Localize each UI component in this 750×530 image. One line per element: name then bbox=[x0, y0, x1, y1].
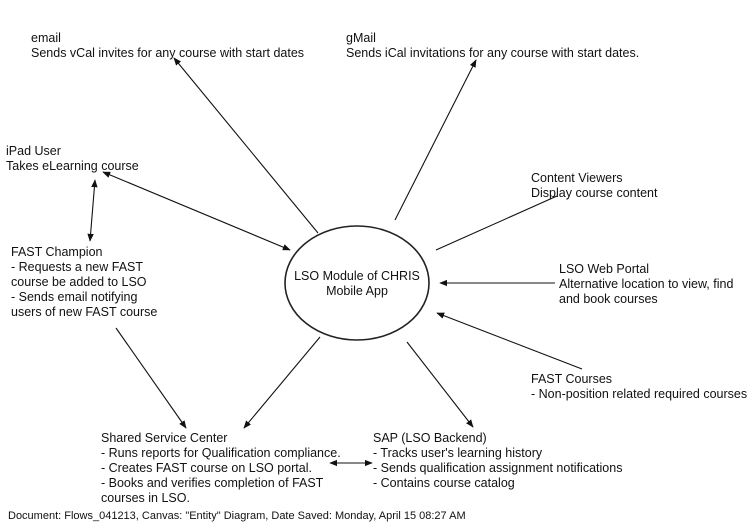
node-title: gMail bbox=[346, 31, 376, 45]
node-title: SAP (LSO Backend) bbox=[373, 431, 487, 445]
node-desc: Sends vCal invites for any course with s… bbox=[31, 46, 305, 60]
node-title: LSO Web Portal bbox=[559, 262, 650, 276]
node-fast-champion: FAST Champion - Requests a new FAST cour… bbox=[11, 245, 157, 320]
node-title: iPad User bbox=[6, 144, 61, 158]
node-desc: - Sends qualification assignment notific… bbox=[373, 461, 623, 475]
node-sap: SAP (LSO Backend) - Tracks user's learni… bbox=[373, 431, 622, 491]
node-title: FAST Champion bbox=[11, 245, 103, 259]
node-title: Content Viewers bbox=[531, 171, 623, 185]
node-desc: - Non-position related required courses bbox=[531, 387, 748, 401]
center-label: LSO Module of CHRIS Mobile App bbox=[289, 269, 425, 299]
node-gmail: gMail Sends iCal invitations for any cou… bbox=[346, 31, 639, 61]
node-lso-web-portal: LSO Web Portal Alternative location to v… bbox=[559, 262, 733, 307]
edge-center-gmail bbox=[394, 59, 477, 221]
node-title: Shared Service Center bbox=[101, 431, 228, 445]
node-desc: - Books and verifies completion of FAST bbox=[101, 476, 324, 490]
node-desc: Alternative location to view, find bbox=[559, 277, 734, 291]
document-footer: Document: Flows_041213, Canvas: "Entity"… bbox=[8, 510, 466, 522]
node-desc: - Contains course catalog bbox=[373, 476, 515, 490]
node-desc: Sends iCal invitations for any course wi… bbox=[346, 46, 640, 60]
center-label-line: CHRIS Mobile App bbox=[326, 269, 420, 298]
node-desc: and book courses bbox=[559, 292, 658, 306]
node-desc: Takes eLearning course bbox=[6, 159, 139, 173]
node-desc: - Runs reports for Qualification complia… bbox=[101, 446, 341, 460]
node-email: email Sends vCal invites for any course … bbox=[31, 31, 304, 61]
node-content-viewers: Content Viewers Display course content bbox=[531, 171, 657, 201]
center-ellipse bbox=[284, 225, 430, 341]
edge-fastchampion-ssc bbox=[115, 327, 187, 429]
edge-ipad-center bbox=[102, 171, 291, 251]
node-ipad-user: iPad User Takes eLearning course bbox=[6, 144, 139, 174]
center-label-line: LSO Module of bbox=[294, 269, 378, 283]
node-desc: users of new FAST course bbox=[11, 305, 158, 319]
edge-center-ssc bbox=[243, 336, 321, 429]
node-shared-service-center: Shared Service Center - Runs reports for… bbox=[101, 431, 341, 506]
node-title: email bbox=[31, 31, 61, 45]
edge-center-email bbox=[173, 57, 319, 234]
node-desc: - Tracks user's learning history bbox=[373, 446, 543, 460]
node-fast-courses: FAST Courses - Non-position related requ… bbox=[531, 372, 747, 402]
node-desc: courses in LSO. bbox=[101, 491, 190, 505]
edge-center-sap bbox=[406, 341, 474, 428]
node-title: FAST Courses bbox=[531, 372, 613, 386]
edge-fastcourses-center bbox=[436, 312, 583, 370]
edge-ipad-fastchampion bbox=[87, 179, 98, 242]
node-desc: Display course content bbox=[531, 186, 658, 200]
node-desc: - Creates FAST course on LSO portal. bbox=[101, 461, 312, 475]
node-desc: - Sends email notifying bbox=[11, 290, 138, 304]
node-desc: course be added to LSO bbox=[11, 275, 147, 289]
node-desc: - Requests a new FAST bbox=[11, 260, 144, 274]
edge-center-contentviewers bbox=[435, 195, 558, 251]
